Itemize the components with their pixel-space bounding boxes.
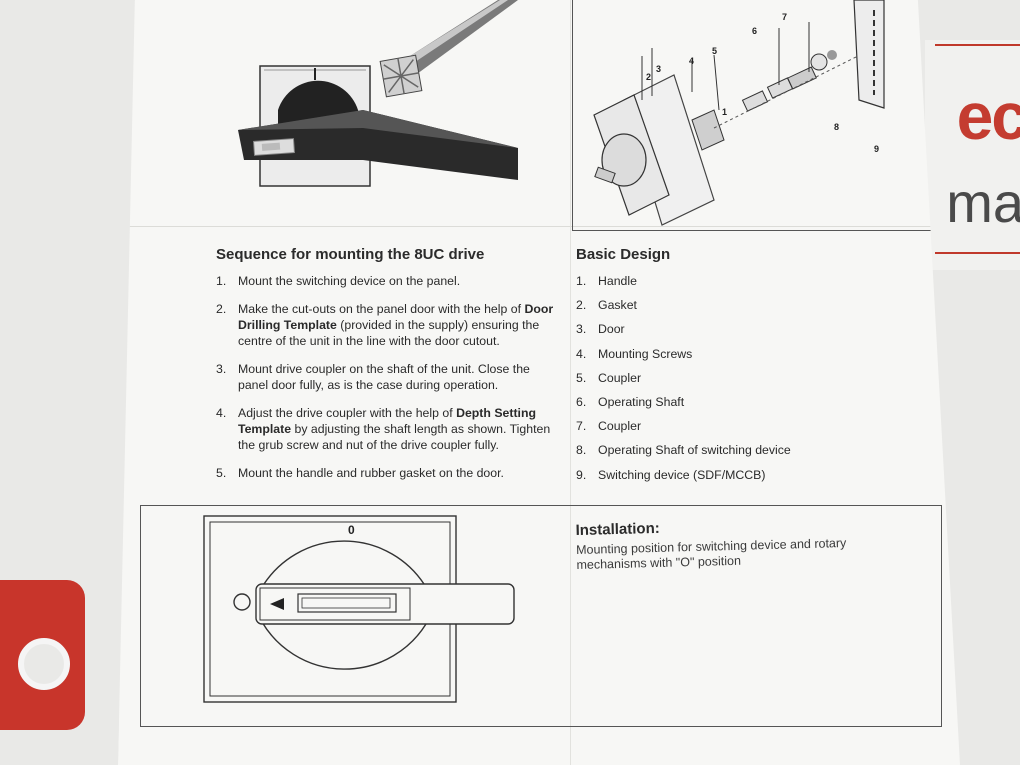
step-text-bold: Depth Setting Template bbox=[238, 406, 536, 436]
diagram-label: 1 bbox=[722, 107, 727, 117]
door-plate-illustration bbox=[238, 65, 518, 187]
item-number: 4. bbox=[576, 346, 587, 361]
diagram-label: 7 bbox=[782, 12, 787, 22]
item-label: Door bbox=[598, 322, 625, 337]
diagram-label: 8 bbox=[834, 122, 839, 132]
diagram-label: 5 bbox=[712, 46, 717, 56]
step-number: 2. bbox=[216, 302, 227, 316]
diagram-label: 3 bbox=[656, 64, 661, 74]
step-text: Mount drive coupler on the shaft of the … bbox=[238, 362, 530, 392]
item-label: Operating Shaft bbox=[598, 394, 685, 409]
diagram-callout-labels: 1 2 3 4 5 6 7 8 9 bbox=[641, 12, 933, 154]
step-number: 4. bbox=[216, 406, 227, 420]
sequence-section: Sequence for mounting the 8UC drive 1. Mo… bbox=[216, 246, 561, 493]
basic-design-title: Basic Design bbox=[576, 246, 671, 263]
handle-illustration bbox=[238, 0, 518, 187]
diagram-label: 6 bbox=[752, 26, 757, 36]
basic-design-item: 7. Coupler bbox=[576, 418, 906, 434]
red-object bbox=[0, 580, 85, 730]
background-sign-text: ec bbox=[956, 79, 1020, 153]
sequence-step: 4. Adjust the drive coupler with the help… bbox=[216, 405, 561, 453]
step-text: (provided in the supply) ensuring the ce… bbox=[238, 318, 540, 348]
sequence-step: 3. Mount drive coupler on the shaft of th… bbox=[216, 361, 561, 393]
exploded-diagram-frame bbox=[572, 0, 943, 231]
basic-design-item: 8. Operating Shaft of switching device bbox=[576, 442, 906, 458]
fold-line bbox=[118, 226, 960, 227]
diagram-label: 4 bbox=[689, 56, 694, 66]
basic-design-section: Basic Design 1. Handle 2. Gasket 3. Door 4. Mou… bbox=[576, 246, 906, 491]
step-text-bold: Door Drilling Template bbox=[238, 302, 554, 332]
fold-line bbox=[570, 0, 571, 765]
basic-design-item: 1. Handle bbox=[576, 273, 906, 289]
item-label: Coupler bbox=[598, 419, 642, 434]
shaft-illustration bbox=[379, 0, 518, 98]
sequence-title: Sequence for mounting the 8UC drive bbox=[216, 246, 485, 263]
installation-handle-diagram: 0 bbox=[203, 515, 515, 703]
background-sign-text: ma bbox=[946, 171, 1020, 234]
step-number: 3. bbox=[216, 362, 227, 376]
item-label: Operating Shaft of switching device bbox=[598, 443, 791, 458]
sequence-step: 5. Mount the handle and rubber gasket on … bbox=[216, 465, 561, 481]
basic-design-list: 1. Handle 2. Gasket 3. Door 4. Mounting Screws 5… bbox=[576, 273, 906, 483]
diagram-switching-device bbox=[853, 0, 885, 109]
basic-design-item: 6. Operating Shaft bbox=[576, 394, 906, 410]
sequence-step: 2. Make the cut-outs on the panel door wi… bbox=[216, 301, 561, 349]
installation-frame bbox=[140, 505, 942, 727]
sequence-step: 1. Mount the switching device on the pane… bbox=[216, 273, 561, 289]
basic-design-item: 9. Switching device (SDF/MCCB) bbox=[576, 467, 906, 483]
basic-design-item: 2. Gasket bbox=[576, 297, 906, 313]
installation-section: Installation: Mounting position for swit… bbox=[575, 514, 886, 573]
diagram-label: 2 bbox=[646, 72, 651, 82]
sequence-list: 1. Mount the switching device on the pane… bbox=[216, 273, 561, 481]
diagram-door-panel bbox=[593, 74, 715, 226]
exploded-diagram: 1 2 3 4 5 6 7 8 9 bbox=[593, 0, 933, 226]
item-number: 9. bbox=[576, 467, 587, 482]
step-number: 5. bbox=[216, 466, 227, 480]
off-position-mark: 0 bbox=[348, 523, 355, 537]
item-number: 1. bbox=[576, 274, 587, 288]
basic-design-item: 5. Coupler bbox=[576, 370, 906, 386]
diagram-label: 9 bbox=[874, 144, 879, 154]
item-label: Mounting Screws bbox=[598, 346, 693, 361]
item-label: Switching device (SDF/MCCB) bbox=[598, 467, 766, 482]
step-text: Adjust the drive coupler with the help o… bbox=[238, 406, 457, 420]
step-text: Make the cut-outs on the panel door with… bbox=[238, 302, 525, 316]
step-text: Mount the switching device on the panel. bbox=[238, 274, 461, 288]
basic-design-item: 4. Mounting Screws bbox=[576, 346, 906, 362]
sign-stripe bbox=[935, 252, 1020, 254]
item-label: Coupler bbox=[598, 370, 642, 385]
basic-design-item: 3. Door bbox=[576, 321, 906, 337]
item-label: Gasket bbox=[598, 298, 637, 313]
item-number: 5. bbox=[576, 370, 587, 385]
step-number: 1. bbox=[216, 274, 227, 288]
item-number: 3. bbox=[576, 322, 587, 337]
sign-stripe bbox=[935, 44, 1020, 46]
item-number: 7. bbox=[576, 419, 587, 434]
item-number: 8. bbox=[576, 443, 587, 458]
step-text: Mount the handle and rubber gasket on th… bbox=[238, 466, 504, 480]
step-text: by adjusting the shaft length as shown. … bbox=[238, 422, 551, 452]
instruction-sheet: 1 2 3 4 5 6 7 8 9 Sequence for mounting … bbox=[118, 0, 960, 765]
item-number: 6. bbox=[576, 394, 587, 409]
item-label: Handle bbox=[598, 274, 637, 288]
background-sign bbox=[925, 40, 1020, 270]
diagram-coupler-parts bbox=[691, 47, 875, 151]
item-number: 2. bbox=[576, 298, 587, 313]
